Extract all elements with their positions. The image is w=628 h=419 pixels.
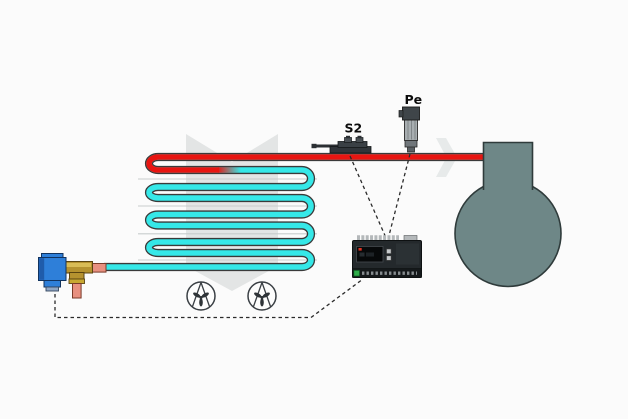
valve-body-highlight xyxy=(66,263,91,267)
controller-status-led-green xyxy=(353,269,360,277)
controller-button-down xyxy=(386,255,392,261)
evaporator-fan-right xyxy=(247,281,277,311)
fan-propeller-icon xyxy=(254,292,270,307)
solenoid-coil-foot xyxy=(45,286,59,292)
controller-display-segment-2 xyxy=(366,252,374,257)
pe-body-ribs xyxy=(407,120,416,140)
controller-right-panel xyxy=(396,243,419,265)
s2-bolt-cap-right xyxy=(357,135,362,139)
temperature-sensor-s2: S2 xyxy=(311,121,372,154)
sensor-pe-label: Pe xyxy=(405,92,423,107)
s2-capillary-rod xyxy=(314,144,342,148)
s2-rod-tip xyxy=(311,143,317,149)
wire-pe-to-controller xyxy=(388,153,411,236)
plc-controller xyxy=(352,235,422,278)
pipe-cold-section xyxy=(104,154,483,270)
valve-body-stub xyxy=(69,272,85,280)
controller-button-up xyxy=(386,248,392,254)
solenoid-expansion-valve xyxy=(38,253,107,299)
s2-body xyxy=(337,141,368,148)
evaporator-fan-left xyxy=(186,281,216,311)
solenoid-coil-lower xyxy=(43,280,61,288)
pressure-transmitter-pe: Pe xyxy=(398,92,423,153)
pe-connector-head xyxy=(402,106,420,121)
tank-vessel xyxy=(454,179,562,288)
fan-propeller-icon xyxy=(193,292,209,307)
valve-collar xyxy=(68,278,85,284)
wire-controller-to-valve xyxy=(54,278,364,319)
pe-body xyxy=(404,119,418,141)
valve-copper-down-pipe xyxy=(72,283,82,299)
tank-neck xyxy=(482,141,534,190)
evaporator-coil xyxy=(104,152,483,272)
pe-connector-nub xyxy=(398,110,404,118)
sensor-s2-label: S2 xyxy=(345,121,363,136)
evaporator-fins xyxy=(138,178,317,261)
pipe-hot-section xyxy=(146,154,483,173)
wire-s2-to-controller xyxy=(349,155,386,236)
solenoid-coil-shade xyxy=(39,258,45,280)
valve-copper-outlet-pipe xyxy=(90,263,107,273)
controller-power-led-red xyxy=(358,248,362,251)
accumulator-tank xyxy=(454,141,562,288)
controller-bottom-strip xyxy=(352,268,422,278)
controller-display-segment-1 xyxy=(359,252,365,257)
s2-bolt-cap-left xyxy=(346,135,350,139)
control-wires xyxy=(54,153,411,319)
